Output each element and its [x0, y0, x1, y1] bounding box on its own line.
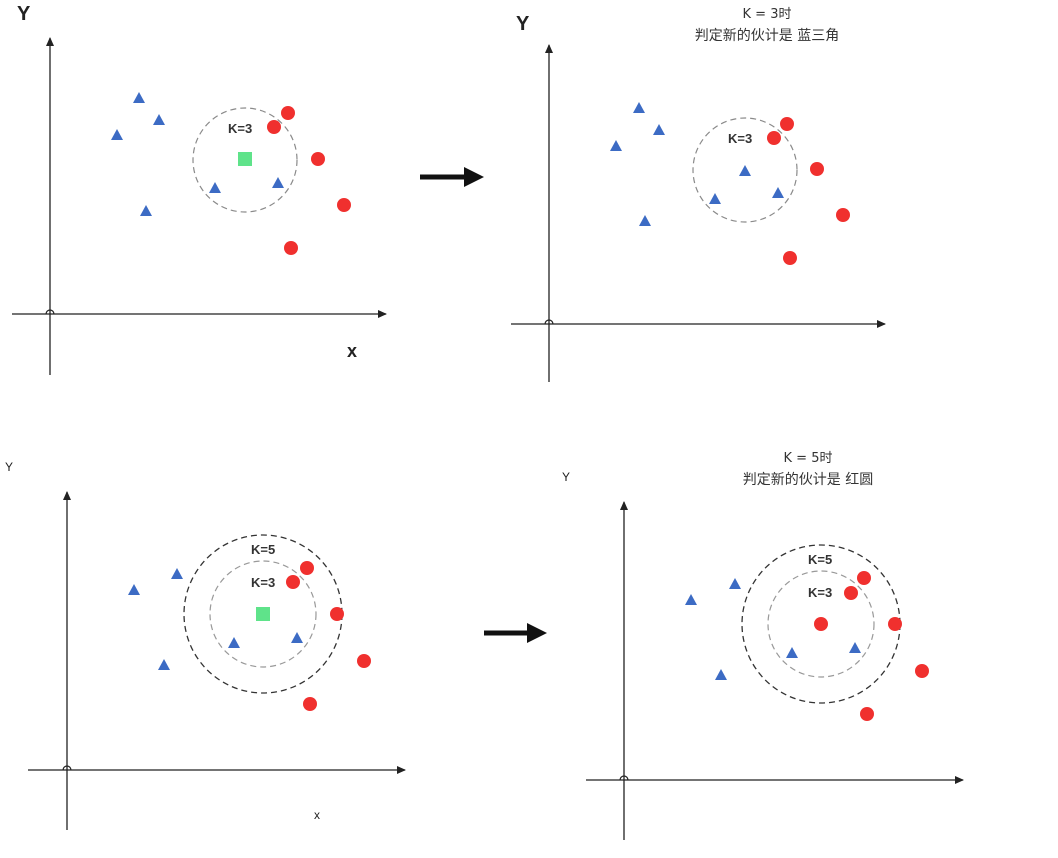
right-arrow-icon [484, 623, 547, 643]
y-axis-label: Y [516, 13, 530, 35]
y-axis-label: Y [562, 470, 570, 484]
blue-triangle-icon [849, 642, 861, 653]
caption-result: 判定新的伙计是 蓝三角 [695, 28, 839, 44]
k5-label: K=5 [251, 542, 275, 557]
k3-neighborhood [767, 570, 875, 678]
blue-triangle-icon [633, 102, 645, 113]
x-axis-label: x [314, 808, 320, 822]
red-circle-icon [810, 162, 824, 176]
k3-label: K=3 [808, 585, 832, 600]
blue-triangle-icon [209, 182, 221, 193]
red-circle-icon [915, 664, 929, 678]
blue-triangle-icon [729, 578, 741, 589]
blue-triangle-icon [653, 124, 665, 135]
blue-triangle-icon [291, 632, 303, 643]
blue-triangle-icon [158, 659, 170, 670]
red-circle-icon [780, 117, 794, 131]
blue-triangle-icon [639, 215, 651, 226]
blue-triangle-icon [786, 647, 798, 658]
blue-triangle-icon [128, 584, 140, 595]
new-point-blue-triangle-icon [739, 165, 751, 176]
panel-k3-before: Y x K=3 [12, 3, 387, 375]
caption-k-value: K = 5时 [784, 451, 833, 466]
origin-mark [62, 765, 72, 771]
right-arrow-icon [420, 167, 484, 187]
y-axis-label: Y [17, 3, 31, 25]
new-point-red-circle-icon [814, 617, 828, 631]
blue-triangle-icon [709, 193, 721, 204]
red-circle-icon [337, 198, 351, 212]
k3-neighborhood [192, 107, 298, 213]
red-circle-icon [286, 575, 300, 589]
blue-triangle-icon [171, 568, 183, 579]
k5-label: K=5 [808, 552, 832, 567]
red-circle-icon [357, 654, 371, 668]
k3-neighborhood [692, 117, 798, 223]
origin-mark [45, 309, 55, 315]
caption-k-value: K = 3时 [743, 7, 792, 22]
blue-triangle-icon [272, 177, 284, 188]
panel-k5-before: Y x K=5 K=3 [5, 460, 406, 830]
red-circle-icon [330, 607, 344, 621]
k3-label: K=3 [728, 131, 752, 146]
red-circle-icon [281, 106, 295, 120]
green-square-icon [238, 152, 252, 166]
origin-mark [544, 319, 554, 325]
blue-triangle-icon [228, 637, 240, 648]
red-circle-icon [284, 241, 298, 255]
blue-triangle-icon [772, 187, 784, 198]
red-circle-icon [857, 571, 871, 585]
panel-k5-after: K = 5时 判定新的伙计是 红圆 Y K=5 K=3 [562, 451, 964, 840]
red-circle-icon [860, 707, 874, 721]
y-axis-label: Y [5, 460, 13, 474]
red-circle-icon [888, 617, 902, 631]
blue-triangle-icon [153, 114, 165, 125]
red-circle-icon [311, 152, 325, 166]
x-axis-label: x [347, 341, 357, 361]
k3-label: K=3 [251, 575, 275, 590]
red-circle-icon [844, 586, 858, 600]
red-circle-icon [267, 120, 281, 134]
green-square-icon [256, 607, 270, 621]
k3-label: K=3 [228, 121, 252, 136]
blue-triangle-icon [610, 140, 622, 151]
caption-result: 判定新的伙计是 红圆 [743, 472, 873, 488]
panel-k3-after: K = 3时 判定新的伙计是 蓝三角 Y K=3 [511, 7, 886, 382]
blue-triangle-icon [133, 92, 145, 103]
origin-mark [619, 775, 629, 781]
red-circle-icon [300, 561, 314, 575]
k3-neighborhood [209, 560, 317, 668]
red-circle-icon [303, 697, 317, 711]
blue-triangle-icon [111, 129, 123, 140]
blue-triangle-icon [715, 669, 727, 680]
red-circle-icon [836, 208, 850, 222]
blue-triangle-icon [685, 594, 697, 605]
red-circle-icon [767, 131, 781, 145]
blue-triangle-icon [140, 205, 152, 216]
red-circle-icon [783, 251, 797, 265]
